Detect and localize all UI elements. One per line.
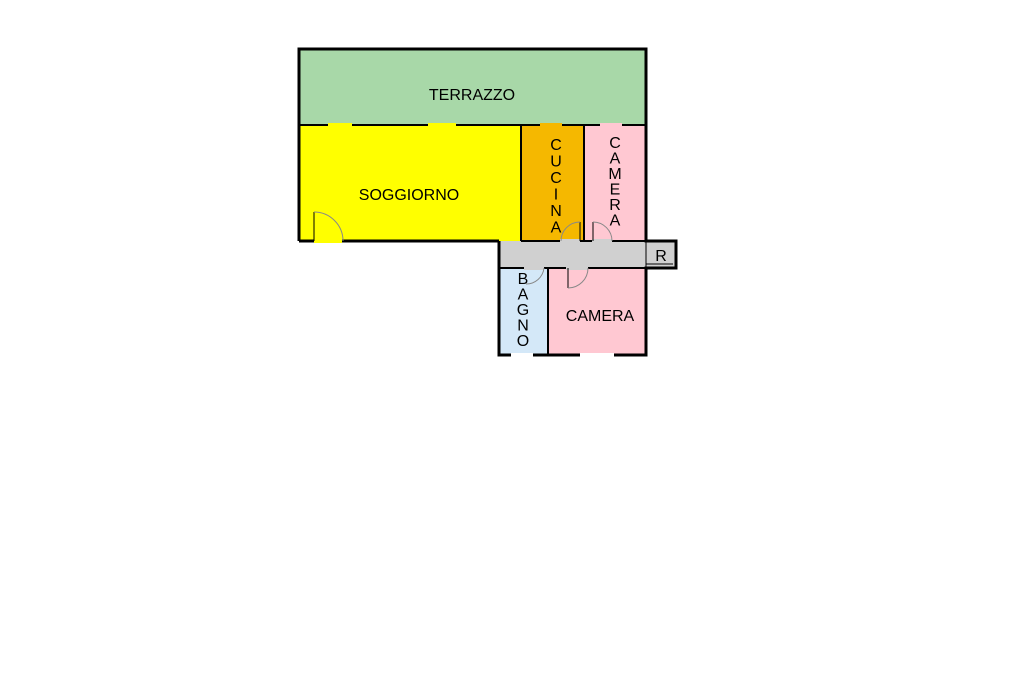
window-opening [580, 353, 614, 357]
soggiorno-label: SOGGIORNO [359, 187, 459, 204]
bagno-area [499, 268, 548, 355]
terrazzo-area [299, 49, 646, 125]
door-camera-bottom [566, 266, 589, 289]
window-opening [600, 123, 622, 127]
door-cucina [560, 221, 581, 243]
outer-wall [297, 47, 678, 357]
camera-bottom-area [549, 268, 646, 355]
door-soggiorno-entrance [313, 211, 344, 243]
window-opening [428, 123, 456, 127]
window-opening [540, 123, 562, 127]
door-bagno [524, 266, 545, 285]
terrazzo-label: TERRAZZO [429, 87, 515, 104]
cucina-area [521, 125, 583, 241]
door-camera-top [592, 221, 613, 243]
window-opening [511, 353, 533, 357]
soggiorno-area [299, 125, 521, 241]
window-opening [328, 123, 352, 127]
camera-bottom-label: CAMERA [566, 308, 635, 325]
ripostiglio-label: R [655, 248, 667, 265]
